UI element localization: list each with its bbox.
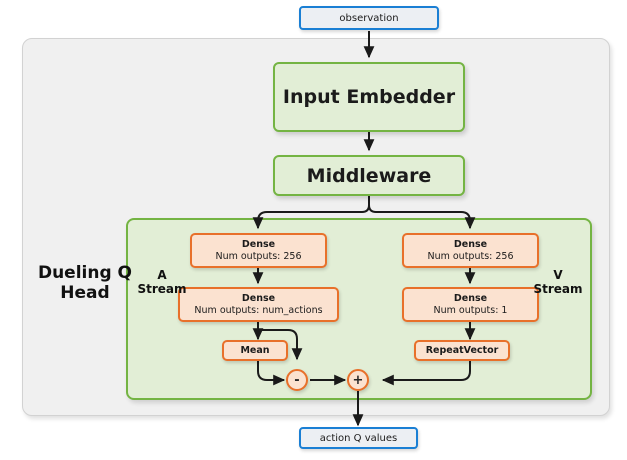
mean-label: Mean	[240, 344, 270, 356]
subtract-operator-symbol: -	[294, 372, 300, 388]
a-stream-dense2-outputs: Num outputs: num_actions	[194, 304, 323, 316]
dueling-q-head-label-line1: Dueling Q Head	[37, 263, 133, 304]
v-stream-dense2-node[interactable]: Dense Num outputs: 1	[402, 287, 539, 322]
add-operator-symbol: +	[352, 372, 364, 388]
observation-node[interactable]: observation	[299, 6, 439, 30]
a-stream-label: A Stream	[132, 268, 192, 296]
a-stream-dense2-node[interactable]: Dense Num outputs: num_actions	[178, 287, 339, 322]
middleware-label: Middleware	[306, 164, 432, 187]
action-q-values-label: action Q values	[319, 432, 398, 444]
v-stream-label-line1: V	[553, 268, 563, 282]
v-stream-dense2-outputs: Num outputs: 1	[433, 304, 508, 316]
a-stream-dense1-outputs: Num outputs: 256	[215, 250, 302, 262]
v-stream-dense1-outputs: Num outputs: 256	[427, 250, 514, 262]
v-stream-dense1-node[interactable]: Dense Num outputs: 256	[402, 233, 539, 268]
v-stream-label-line2: Stream	[533, 282, 583, 297]
repeat-vector-node[interactable]: RepeatVector	[414, 340, 510, 361]
mean-node[interactable]: Mean	[222, 340, 288, 361]
a-stream-label-line1: A	[157, 268, 167, 282]
input-embedder-label: Input Embedder	[282, 86, 456, 108]
v-stream-dense1-type: Dense	[453, 238, 488, 250]
a-stream-dense1-node[interactable]: Dense Num outputs: 256	[190, 233, 327, 268]
observation-label: observation	[339, 12, 399, 24]
add-operator-node[interactable]: +	[347, 369, 369, 391]
subtract-operator-node[interactable]: -	[286, 369, 308, 391]
v-stream-label: V Stream	[528, 268, 588, 296]
middleware-node[interactable]: Middleware	[273, 155, 465, 196]
input-embedder-node[interactable]: Input Embedder	[273, 62, 465, 132]
repeat-vector-label: RepeatVector	[425, 344, 499, 356]
a-stream-dense1-type: Dense	[241, 238, 276, 250]
dueling-q-head-label: Dueling Q Head	[30, 263, 140, 303]
a-stream-dense2-type: Dense	[241, 292, 276, 304]
action-q-values-node[interactable]: action Q values	[299, 427, 418, 449]
v-stream-dense2-type: Dense	[453, 292, 488, 304]
a-stream-label-line2: Stream	[137, 282, 187, 297]
